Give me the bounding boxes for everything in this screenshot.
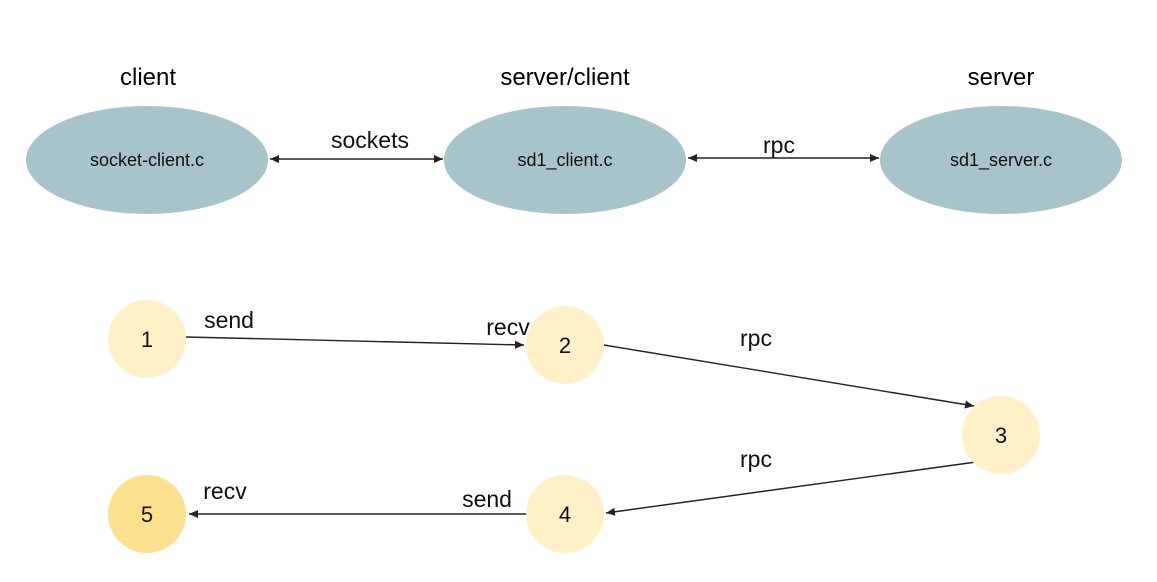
node-sd1-client [444,106,686,214]
file-label-sd1-server: sd1_server.c [950,150,1052,171]
step-label-3: 3 [995,423,1007,448]
step-node-5 [108,475,186,553]
edge-label-rpc-top: rpc [763,132,795,158]
flow-edge-2-3 [603,344,975,409]
flow-label-rpc-3-4: rpc [740,446,772,472]
flow-label-rpc-2-3: rpc [740,325,772,351]
step-node-3 [962,396,1040,474]
flow-label-send-1: send [204,307,254,333]
top-components: client server/client server socket-clien… [26,64,1122,214]
role-label-server-client: server/client [500,64,630,91]
flow-label-send-4: send [462,486,512,512]
role-label-client: client [120,64,176,91]
step-label-1: 1 [141,327,153,352]
flow-edge-1-2 [185,336,525,349]
node-socket-client [26,106,268,214]
file-label-socket-client: socket-client.c [90,150,204,170]
step-label-2: 2 [559,333,571,358]
step-label-5: 5 [141,502,153,527]
flow-edge-3-4 [605,461,977,516]
message-flow: 1 2 3 4 5 send recv rpc rpc send recv [108,300,1040,553]
step-node-4 [526,475,604,553]
node-sd1-server [880,106,1122,214]
flow-label-recv-5: recv [203,478,247,504]
file-label-sd1-client: sd1_client.c [517,150,612,171]
flow-label-recv-2: recv [486,314,530,340]
role-label-server: server [968,64,1035,91]
edge-label-sockets: sockets [331,127,409,153]
step-node-1 [108,300,186,378]
step-label-4: 4 [559,502,571,527]
step-node-2 [526,306,604,384]
